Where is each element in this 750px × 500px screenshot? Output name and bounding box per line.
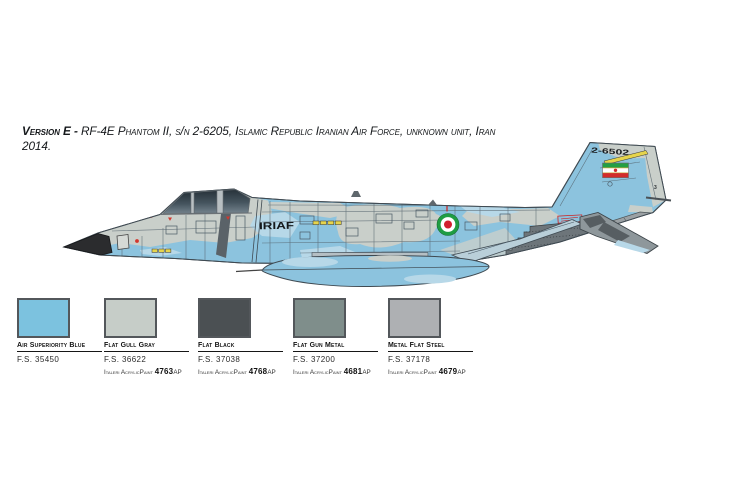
paint-name: Air Superiority Blue	[17, 342, 86, 349]
paint-reference: Italeri AcrylicPaint 4681AP	[293, 367, 371, 376]
radome-nose	[62, 233, 113, 256]
paint-column-flat-gull-gray: Flat Gull Gray F.S. 36622 Italeri Acryli…	[104, 298, 192, 376]
fs-code: F.S. 37178	[388, 355, 431, 364]
version-year: 2014.	[22, 138, 52, 153]
paint-reference: Italeri AcrylicPaint 4679AP	[388, 367, 466, 376]
paint-swatch	[388, 298, 441, 338]
paint-column-flat-black: Flat Black F.S. 37038 Italeri AcrylicPai…	[198, 298, 286, 376]
canopy	[159, 189, 253, 215]
divider	[388, 351, 473, 352]
paint-name: Flat Gun Metal	[293, 342, 345, 349]
version-caption: Version E - RF-4E Phantom II, s/n 2-6205…	[22, 124, 542, 153]
paint-name: Metal Flat Steel	[388, 342, 445, 349]
tail-probe	[645, 196, 672, 202]
paint-name: Flat Black	[198, 342, 235, 349]
fs-code: F.S. 37200	[293, 355, 336, 364]
paint-column-metal-flat-steel: Metal Flat Steel F.S. 37178 Italeri Acry…	[388, 298, 476, 376]
paint-column-flat-gun-metal: Flat Gun Metal F.S. 37200 Italeri Acryli…	[293, 298, 381, 376]
paint-reference: Italeri AcrylicPaint 4768AP	[198, 367, 276, 376]
tank-pitot	[235, 269, 263, 273]
iran-flag	[602, 162, 629, 178]
paint-swatch	[104, 298, 157, 338]
fs-code: F.S. 37038	[198, 355, 241, 364]
iran-roundel	[436, 213, 460, 236]
divider	[104, 351, 189, 352]
fs-code: F.S. 35450	[17, 355, 60, 364]
stabilator	[579, 212, 659, 254]
version-title: RF-4E Phantom II, s/n 2-6205, Islamic Re…	[77, 124, 496, 138]
paint-swatch	[198, 298, 251, 338]
svg-text:18147: 18147	[555, 167, 570, 175]
fin-number-text: 3	[654, 185, 657, 191]
paint-name: Flat Gull Gray	[104, 342, 156, 349]
version-label: Version E -	[22, 124, 78, 138]
fuel-tank	[235, 252, 490, 288]
paint-swatch	[293, 298, 346, 338]
divider	[293, 351, 378, 352]
paint-column-air-superiority-blue: Air Superiority Blue F.S. 35450	[17, 298, 105, 367]
svg-text:20267: 20267	[551, 174, 568, 182]
divider	[17, 351, 102, 352]
tail-code-text: 2-6502	[591, 146, 630, 158]
paint-reference: Italeri AcrylicPaint 4763AP	[104, 367, 182, 376]
divider	[198, 351, 283, 352]
camera-window	[116, 234, 130, 250]
fs-code: F.S. 36622	[104, 355, 147, 364]
iriaf-text: IRIAF	[259, 221, 294, 233]
paint-swatch	[17, 298, 70, 338]
yellow-stencils	[151, 150, 649, 253]
